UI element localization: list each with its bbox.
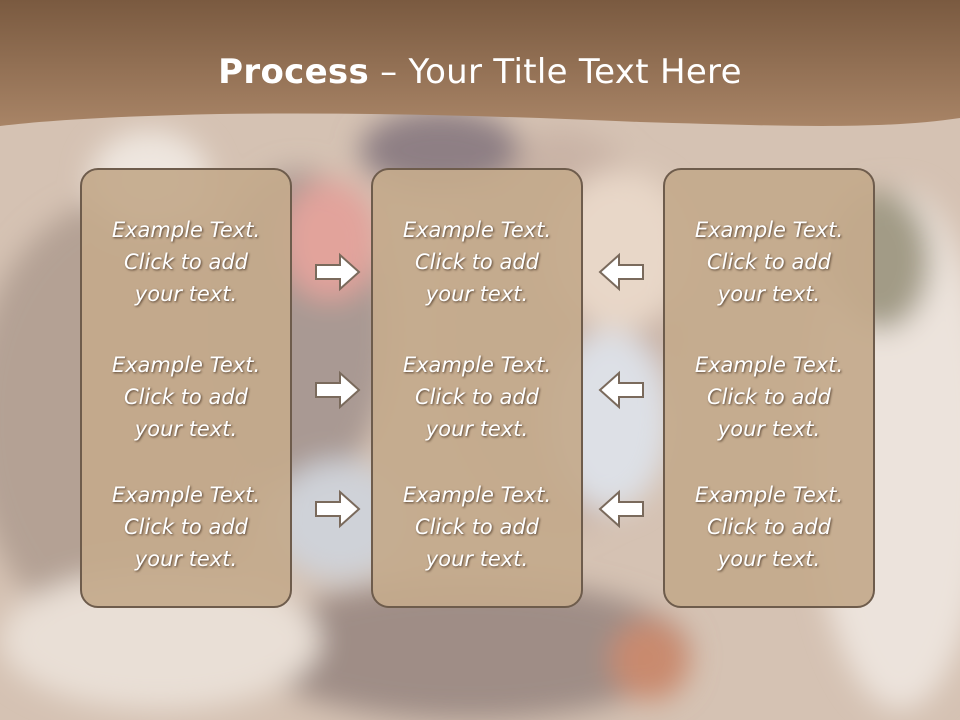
panel-left[interactable]: Example Text. Click to add your text. Ex…	[80, 168, 292, 608]
text-line: Click to add	[706, 250, 831, 274]
arrow-left-icon	[598, 370, 644, 410]
title-rest: – Your Title Text Here	[369, 52, 742, 92]
text-line: Example Text.	[694, 218, 844, 242]
text-line: your text.	[717, 282, 821, 306]
arrow-left-icon	[598, 252, 644, 292]
arrow-right-icon	[315, 370, 361, 410]
text-line: Example Text.	[111, 483, 261, 507]
text-line: Click to add	[123, 515, 248, 539]
text-line: your text.	[134, 282, 238, 306]
arrow-right-icon	[315, 489, 361, 529]
text-line: Click to add	[414, 385, 539, 409]
text-block[interactable]: Example Text. Click to add your text.	[373, 214, 581, 310]
panel-right[interactable]: Example Text. Click to add your text. Ex…	[663, 168, 875, 608]
text-line: Click to add	[414, 515, 539, 539]
text-line: Click to add	[123, 385, 248, 409]
text-block[interactable]: Example Text. Click to add your text.	[665, 214, 873, 310]
text-line: your text.	[717, 417, 821, 441]
slide-title[interactable]: Process – Your Title Text Here	[0, 52, 960, 92]
text-block[interactable]: Example Text. Click to add your text.	[373, 349, 581, 445]
text-line: Example Text.	[694, 353, 844, 377]
text-block[interactable]: Example Text. Click to add your text.	[665, 349, 873, 445]
text-line: Example Text.	[111, 353, 261, 377]
text-line: Click to add	[123, 250, 248, 274]
text-line: Click to add	[706, 515, 831, 539]
text-line: Click to add	[414, 250, 539, 274]
text-block[interactable]: Example Text. Click to add your text.	[665, 479, 873, 575]
text-block[interactable]: Example Text. Click to add your text.	[82, 214, 290, 310]
header-band	[0, 0, 960, 126]
text-line: Example Text.	[402, 218, 552, 242]
text-block[interactable]: Example Text. Click to add your text.	[82, 479, 290, 575]
arrow-right-icon	[315, 252, 361, 292]
text-line: Example Text.	[402, 483, 552, 507]
arrow-left-icon	[598, 489, 644, 529]
text-line: your text.	[134, 547, 238, 571]
text-line: your text.	[425, 282, 529, 306]
text-line: Click to add	[706, 385, 831, 409]
text-line: your text.	[717, 547, 821, 571]
panel-middle[interactable]: Example Text. Click to add your text. Ex…	[371, 168, 583, 608]
title-bold: Process	[218, 52, 370, 92]
text-line: Example Text.	[402, 353, 552, 377]
text-line: your text.	[134, 417, 238, 441]
text-line: your text.	[425, 417, 529, 441]
text-line: Example Text.	[111, 218, 261, 242]
text-block[interactable]: Example Text. Click to add your text.	[82, 349, 290, 445]
text-line: Example Text.	[694, 483, 844, 507]
text-line: your text.	[425, 547, 529, 571]
text-block[interactable]: Example Text. Click to add your text.	[373, 479, 581, 575]
